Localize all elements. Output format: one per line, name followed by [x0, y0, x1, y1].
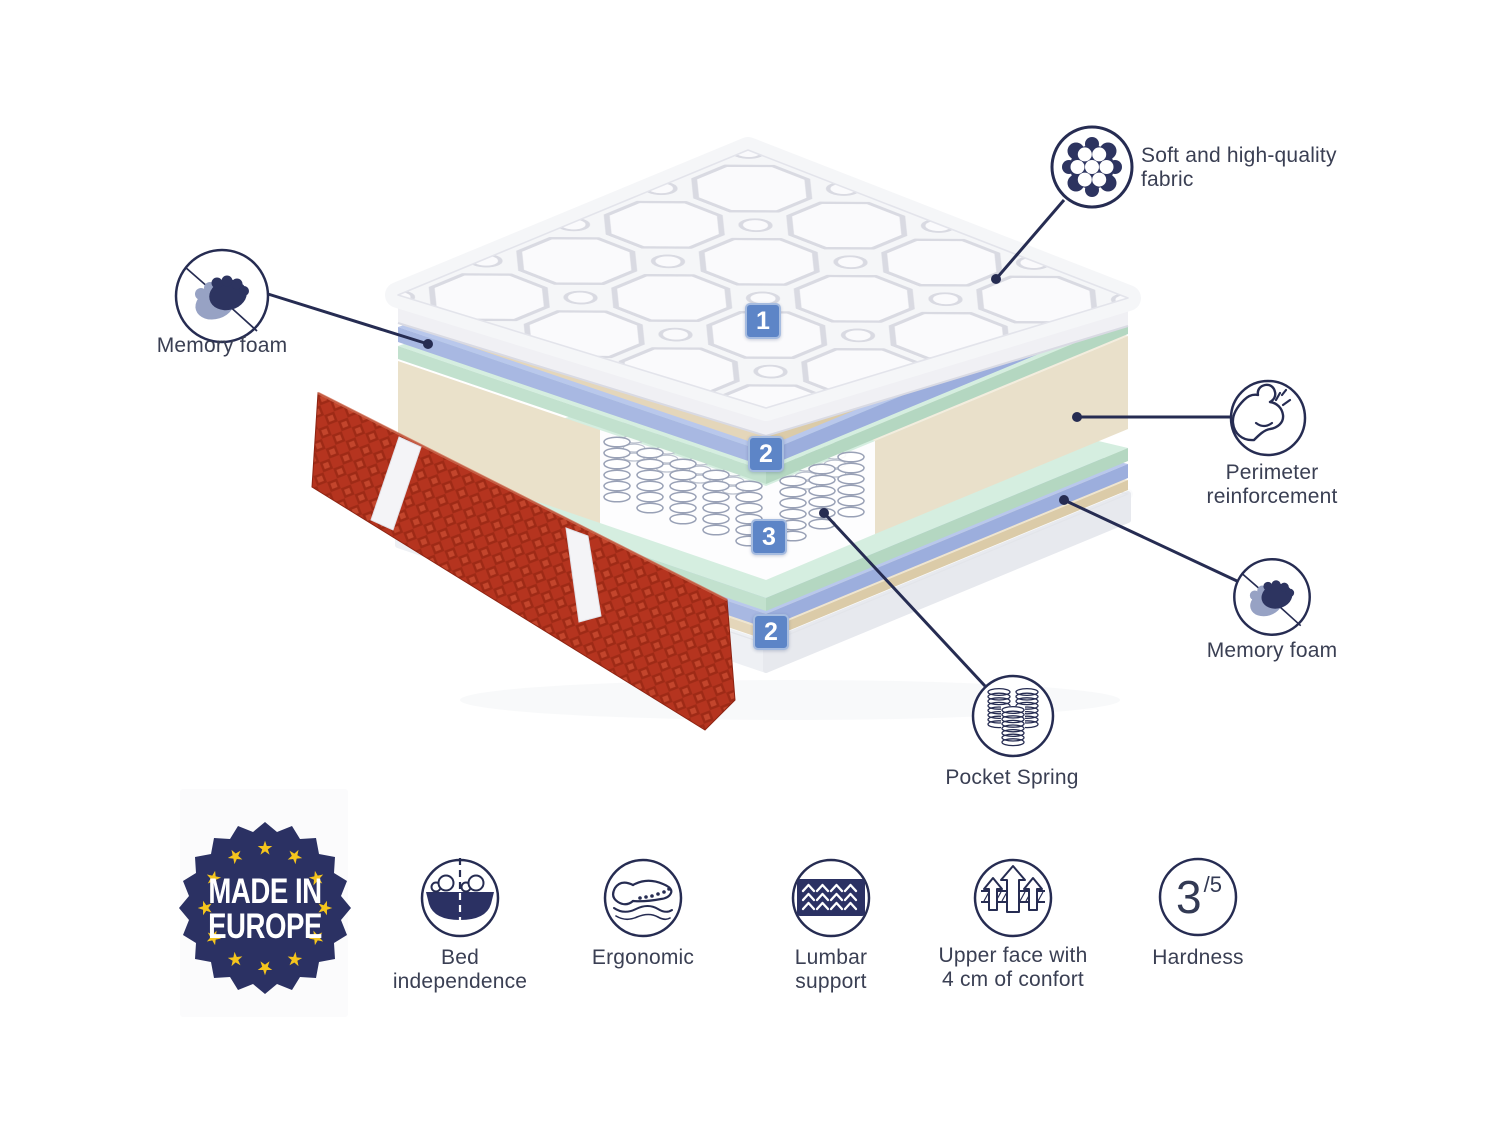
seal-text-line1: MADE IN: [208, 871, 321, 911]
fabric-icon: [1050, 125, 1134, 209]
callout-label-pocket-spring: Pocket Spring: [945, 766, 1079, 789]
comfort-arrows-icon: [973, 858, 1053, 938]
svg-text:★: ★: [196, 899, 217, 916]
fabric-strap: [370, 436, 422, 531]
callout-label-perimeter-line1: Perimeter: [1225, 461, 1319, 484]
pocket-spring-icon: [971, 674, 1055, 758]
bed-independence-icon: [420, 858, 500, 938]
ergonomic-sleeper-icon: [603, 858, 683, 938]
callout-label-fabric-line1: Soft and high-quality: [1141, 144, 1337, 167]
callout-label-perimeter: Perimeter reinforcement: [1142, 461, 1402, 509]
feature-label-line: Upper face with: [938, 944, 1088, 967]
muscle-arm-icon: [1229, 379, 1307, 457]
hardness-value-scale: /5: [1203, 872, 1222, 897]
feature-label-bed-independence: Bed independence: [340, 946, 580, 994]
svg-text:★: ★: [313, 899, 334, 916]
lumbar-support-icon: [791, 858, 871, 938]
layer-badge-3: 3: [751, 519, 787, 555]
feature-label-line: Bed: [441, 946, 479, 969]
ground-shadow: [460, 680, 1120, 720]
svg-text:★: ★: [256, 839, 273, 860]
red-side-fabric: [311, 391, 736, 731]
callout-lines: [267, 199, 1238, 688]
feature-label-line: 4 cm of confort: [942, 968, 1084, 991]
hardness-value: 3 /5: [1160, 866, 1238, 928]
feature-label-line: Lumbar: [794, 946, 868, 969]
layer-quilted-top: [385, 137, 1141, 438]
made-in-europe-seal: ★ ★ ★ ★ ★ ★ ★ ★ ★ ★ ★ ★ MADE IN EUROPE: [179, 789, 351, 1017]
feature-label-line: Ergonomic: [591, 946, 695, 969]
seal-text-line2: EUROPE: [208, 906, 322, 946]
callout-label-perimeter-line2: reinforcement: [1206, 485, 1338, 508]
memory-foam-icon: [1233, 558, 1311, 636]
feature-label-ergonomic: Ergonomic: [523, 946, 763, 970]
feature-label-upper-face: Upper face with 4 cm of confort: [893, 944, 1133, 992]
hardness-gauge-icon: [1158, 857, 1238, 937]
hardness-value-number: 3: [1176, 871, 1202, 923]
feature-label-line: independence: [392, 970, 528, 993]
feature-label-line: support: [795, 970, 867, 993]
layer-badge-2: 2: [748, 436, 784, 472]
callout-label-fabric: Soft and high-quality fabric: [1141, 144, 1421, 192]
layer-badge-1: 1: [745, 303, 781, 339]
callout-label-memory-foam-left: Memory foam: [156, 334, 288, 357]
layer-badge-4: 2: [753, 614, 789, 650]
seal-starburst: [179, 822, 351, 994]
memory-foam-icon: [174, 248, 270, 344]
svg-text:★: ★: [256, 956, 273, 977]
feature-label-lumbar: Lumbar support: [711, 946, 951, 994]
callout-label-memory-foam-right: Memory foam: [1206, 639, 1338, 662]
callout-label-fabric-line2: fabric: [1141, 168, 1194, 191]
fabric-strap: [565, 527, 602, 623]
feature-label-hardness: Hardness: [1152, 946, 1244, 969]
